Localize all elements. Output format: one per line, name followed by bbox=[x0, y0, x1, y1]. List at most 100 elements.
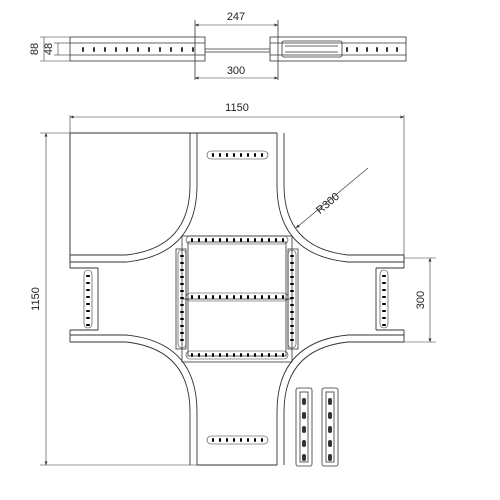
rung-slot bbox=[212, 295, 214, 299]
rung-slot bbox=[180, 283, 184, 285]
rung-slot bbox=[86, 324, 90, 326]
rung bbox=[185, 350, 289, 360]
rung-slot bbox=[226, 238, 228, 242]
rung-slot bbox=[219, 238, 221, 242]
rung-slot bbox=[180, 339, 184, 341]
side-slot bbox=[93, 47, 95, 52]
rung-slot bbox=[275, 238, 277, 242]
rung-slot bbox=[198, 353, 200, 357]
rung-slot bbox=[212, 153, 214, 157]
rung-slot bbox=[261, 295, 263, 299]
rung-slot bbox=[240, 295, 242, 299]
rung-slot bbox=[233, 353, 235, 357]
plan-cross-outline bbox=[69, 132, 405, 466]
plate-slot bbox=[328, 412, 332, 419]
side-dimensions bbox=[40, 23, 278, 80]
rung-slot bbox=[191, 238, 193, 242]
rung-slot bbox=[290, 325, 294, 327]
rung-slot bbox=[254, 438, 256, 442]
rung bbox=[185, 235, 289, 245]
plate-slot bbox=[328, 440, 332, 447]
rung-slot bbox=[180, 297, 184, 299]
rung-slot bbox=[180, 269, 184, 271]
rung-slot bbox=[275, 295, 277, 299]
rung-slot bbox=[240, 438, 242, 442]
rung-slot bbox=[247, 153, 249, 157]
rung-slot bbox=[86, 275, 90, 277]
coupler-plate-right bbox=[321, 387, 339, 467]
rung-slot bbox=[275, 353, 277, 357]
side-slot bbox=[192, 47, 194, 52]
rung-slot bbox=[268, 295, 270, 299]
plan-dimensions bbox=[40, 115, 436, 466]
rung-slot bbox=[382, 275, 386, 277]
plate-slot bbox=[302, 454, 306, 461]
rung-slot bbox=[86, 303, 90, 305]
rung-slot bbox=[180, 311, 184, 313]
rung-slot bbox=[191, 353, 193, 357]
rung-slot bbox=[382, 303, 386, 305]
coupler-plate-left bbox=[295, 387, 313, 467]
rung-slot bbox=[290, 283, 294, 285]
rung bbox=[379, 269, 389, 329]
rung-slot bbox=[86, 282, 90, 284]
rung-slot bbox=[219, 153, 221, 157]
rung-slot bbox=[219, 295, 221, 299]
rung-slot bbox=[180, 304, 184, 306]
rung-slot bbox=[180, 332, 184, 334]
side-view bbox=[69, 20, 407, 80]
side-coupler bbox=[281, 40, 343, 58]
dim-branch-width: 300 bbox=[415, 291, 427, 309]
rung-slot bbox=[268, 238, 270, 242]
plate-slot bbox=[302, 426, 306, 433]
dim-height-outer: 88 bbox=[29, 43, 41, 55]
rung-slot bbox=[180, 290, 184, 292]
side-slot bbox=[181, 47, 183, 52]
dim-bend-radius: R300 bbox=[314, 191, 342, 217]
side-slot bbox=[137, 47, 139, 52]
rung-slot bbox=[205, 353, 207, 357]
dim-overall-height: 1150 bbox=[30, 287, 42, 311]
rung-slot bbox=[233, 238, 235, 242]
rung bbox=[177, 249, 187, 349]
rung-slot bbox=[382, 296, 386, 298]
rung-slot bbox=[212, 438, 214, 442]
rung-slot bbox=[254, 353, 256, 357]
rung bbox=[83, 269, 93, 329]
rung-slot bbox=[226, 353, 228, 357]
side-slot bbox=[104, 47, 106, 52]
rung-slot bbox=[198, 295, 200, 299]
rung-slot bbox=[191, 295, 193, 299]
rung-slot bbox=[226, 295, 228, 299]
rung-slot bbox=[226, 438, 228, 442]
side-slot bbox=[366, 47, 368, 52]
rung-slot bbox=[86, 289, 90, 291]
rung-slot bbox=[180, 255, 184, 257]
rung-slot bbox=[205, 295, 207, 299]
rung-slot bbox=[254, 153, 256, 157]
rung-slot bbox=[86, 317, 90, 319]
rung-slot bbox=[247, 295, 249, 299]
dim-bottom-opening: 300 bbox=[227, 65, 245, 77]
rung-slot bbox=[240, 238, 242, 242]
rung-slot bbox=[282, 353, 284, 357]
dim-overall-width: 1150 bbox=[225, 102, 249, 114]
rung bbox=[185, 292, 289, 302]
rung-slot bbox=[290, 332, 294, 334]
rung-slot bbox=[240, 153, 242, 157]
rung-slot bbox=[180, 318, 184, 320]
coupler-plates bbox=[295, 387, 339, 467]
rung-slot bbox=[180, 276, 184, 278]
rung-slot bbox=[282, 238, 284, 242]
side-slot bbox=[159, 47, 161, 52]
rung-slot bbox=[261, 353, 263, 357]
side-rail-slots bbox=[82, 47, 398, 52]
rung-slot bbox=[290, 304, 294, 306]
rung-slot bbox=[86, 310, 90, 312]
rung-slot bbox=[290, 255, 294, 257]
plate-slot bbox=[302, 398, 306, 405]
coupler-plate-slots bbox=[302, 398, 332, 461]
plate-slot bbox=[302, 440, 306, 447]
rung-slot bbox=[219, 353, 221, 357]
